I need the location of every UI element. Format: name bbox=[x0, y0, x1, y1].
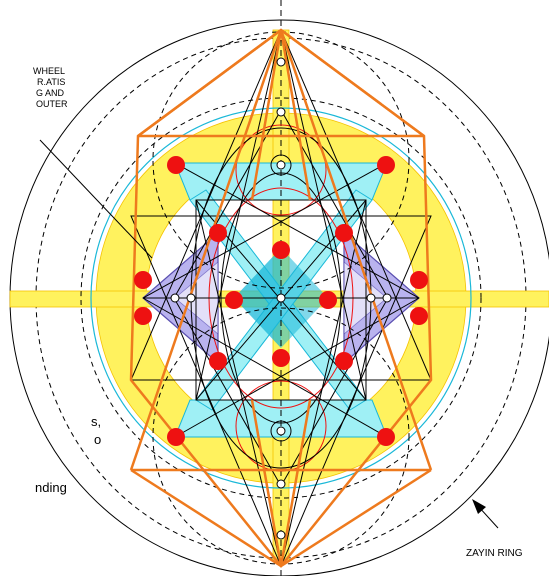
side-label-3: nding bbox=[35, 480, 67, 496]
red-dot bbox=[319, 291, 337, 309]
wheel-label-line-2: R.ATIS bbox=[0, 77, 68, 88]
red-dot bbox=[335, 352, 353, 370]
wheel-label-line-3: G AND bbox=[0, 88, 68, 99]
zayin-ring-label: ZAYIN RING bbox=[466, 548, 522, 559]
wheel-label-line-1: WHEEL bbox=[0, 66, 68, 77]
red-dot bbox=[209, 224, 227, 242]
red-dot bbox=[377, 156, 395, 174]
wheel-label-line-4: OUTER bbox=[0, 99, 68, 110]
red-dot bbox=[410, 271, 428, 289]
red-dot bbox=[410, 307, 428, 325]
side-label-1: s, bbox=[91, 414, 101, 430]
red-dot bbox=[167, 156, 185, 174]
red-dot bbox=[167, 428, 185, 446]
side-label-2: o bbox=[94, 432, 101, 448]
red-dot bbox=[209, 352, 227, 370]
red-dot bbox=[134, 271, 152, 289]
red-dot bbox=[134, 307, 152, 325]
red-dot bbox=[272, 349, 290, 367]
red-dot bbox=[335, 224, 353, 242]
wheel-label: WHEEL R.ATIS G AND OUTER bbox=[0, 66, 68, 110]
red-dot bbox=[272, 241, 290, 259]
red-dot bbox=[225, 291, 243, 309]
red-dot bbox=[377, 428, 395, 446]
